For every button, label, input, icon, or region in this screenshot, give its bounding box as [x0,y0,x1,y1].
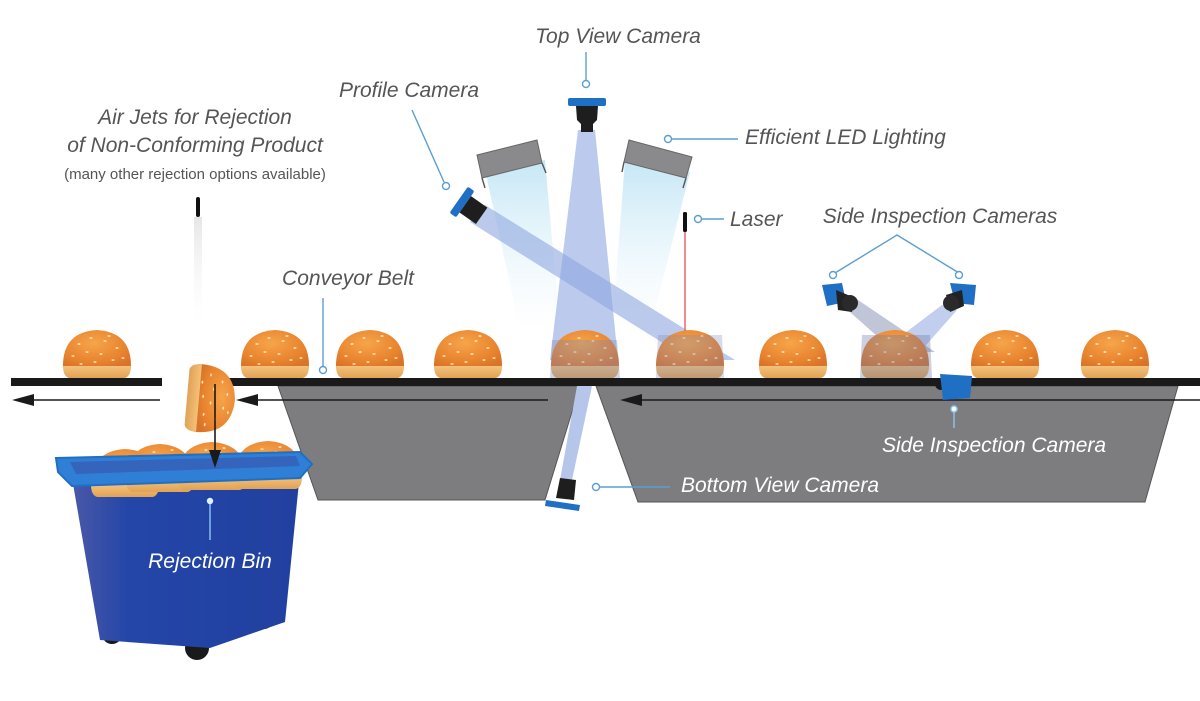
flow-arrow-icon [12,394,1200,406]
bun [433,330,503,378]
rejection-bin-icon [54,441,314,660]
bun [335,330,405,378]
label-air-jets-note: (many other rejection options available) [64,166,326,183]
label-bottom-view-camera: Bottom View Camera [681,474,879,497]
rejection-arrow-icon [209,384,221,468]
side-camera-under-icon [935,374,972,400]
bun [758,330,828,378]
bun [240,330,310,378]
bun [970,330,1040,378]
label-side-inspection-cameras: Side Inspection Cameras [823,205,1058,228]
bun [1080,330,1150,378]
side-camera-right-icon [943,283,976,312]
label-conveyor-belt: Conveyor Belt [282,267,415,290]
bottom-view-camera-icon [545,478,580,511]
top-view-camera-icon [568,98,606,132]
conveyor-belt-left [11,378,162,386]
label-air-jets-line2: of Non-Conforming Product [67,134,324,157]
bun [62,330,132,378]
label-laser: Laser [730,208,784,231]
side-camera-left-icon [822,283,858,312]
tray-left [277,385,581,501]
rejected-bun [184,363,238,436]
leader-lines [206,52,964,540]
led-light-right-icon [621,139,693,189]
bottom-camera-beam [560,386,592,480]
profile-camera-beam [470,205,735,360]
top-camera-beam [550,130,618,360]
label-top-view-camera: Top View Camera [535,25,701,48]
label-led-lighting: Efficient LED Lighting [745,126,946,149]
label-air-jets-line1: Air Jets for Rejection [96,106,292,129]
label-profile-camera: Profile Camera [339,79,479,102]
label-side-inspection-camera: Side Inspection Camera [882,434,1106,457]
led-light-left-icon [476,139,547,189]
profile-camera-icon [450,187,488,224]
label-rejection-bin: Rejection Bin [148,550,272,573]
conveyor-belt-right [218,378,1200,386]
air-jet-icon [194,197,202,337]
laser-icon [683,212,687,340]
